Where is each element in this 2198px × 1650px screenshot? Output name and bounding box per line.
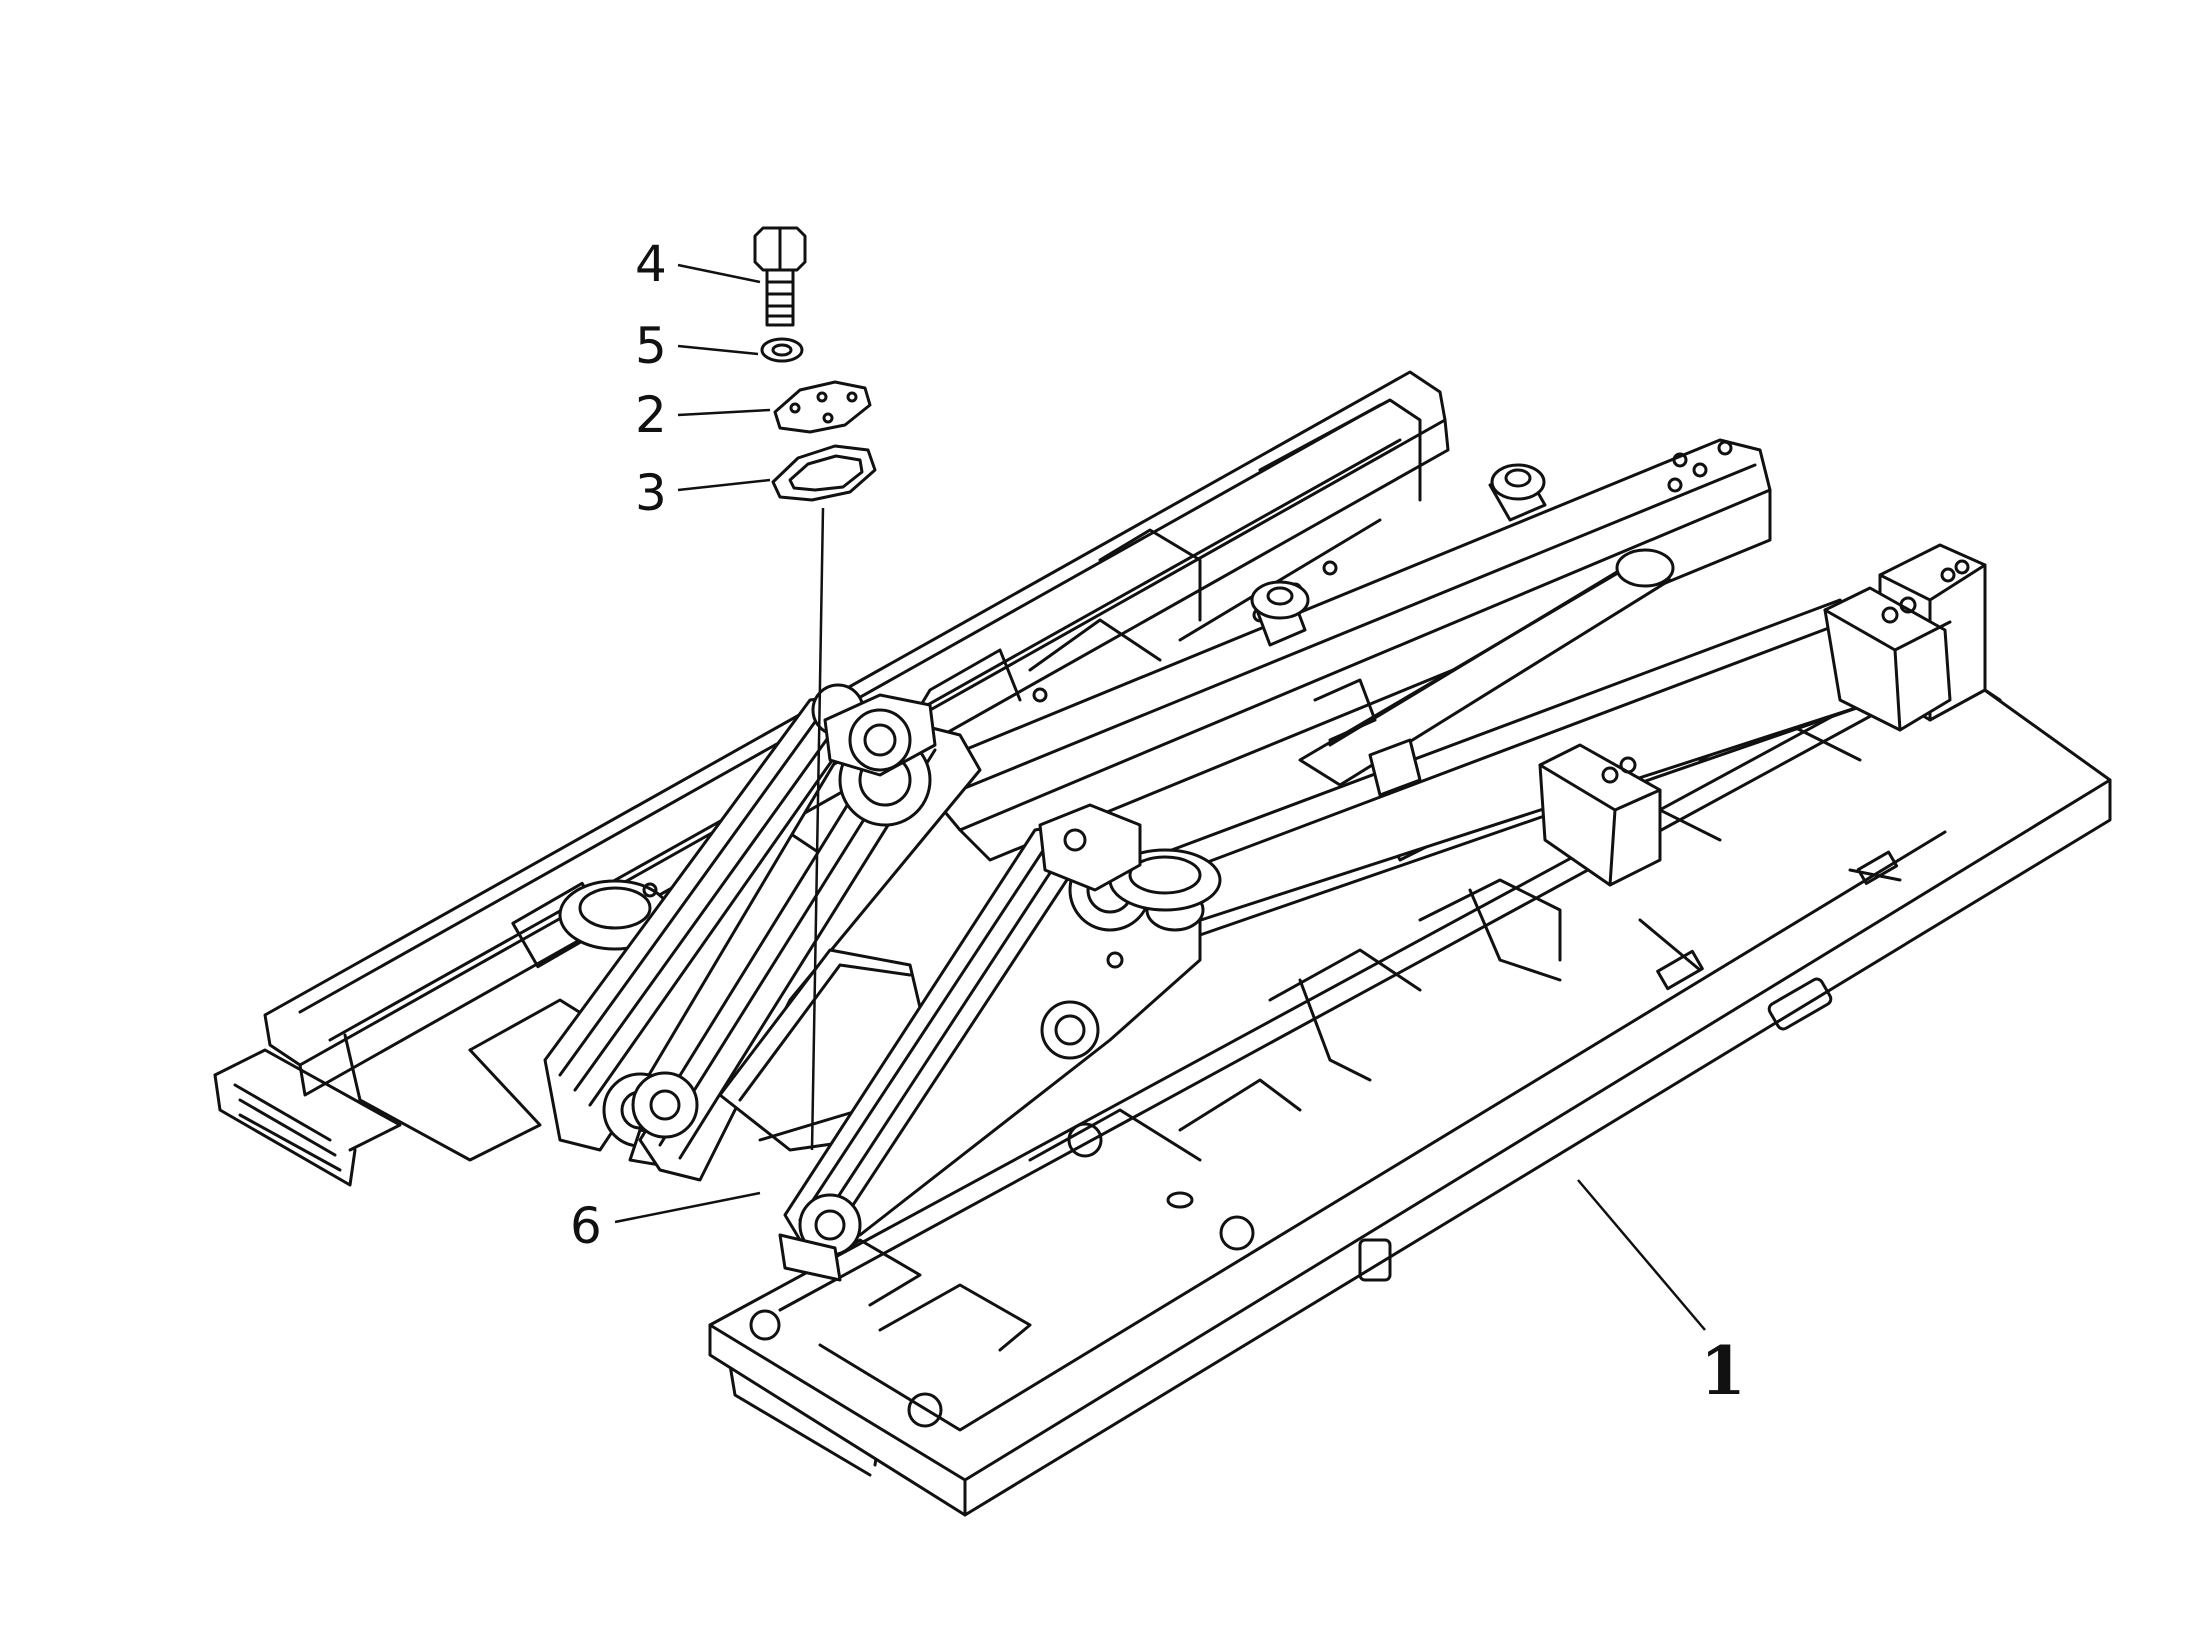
- gasket-part-3: [771, 444, 877, 502]
- leader-3: [677, 478, 771, 492]
- cover-plate-part-2: [773, 380, 872, 434]
- callout-3: 3: [635, 464, 667, 522]
- lower-beam-sleeve: [1250, 580, 1310, 647]
- bolt-part-4: [753, 226, 807, 327]
- callout-1: 1: [1700, 1332, 1746, 1410]
- upper-beam-sleeve: [1488, 463, 1547, 522]
- callout-4: 4: [635, 235, 667, 293]
- leader-4: [677, 263, 761, 284]
- exploded-axis-line: [810, 507, 825, 1151]
- callout-6: 6: [570, 1197, 602, 1255]
- leader-5: [677, 344, 759, 356]
- callout-5: 5: [635, 317, 667, 375]
- center-upper-beam: [933, 438, 1772, 862]
- washer-part-5: [760, 337, 804, 363]
- upper-pivot-ears: [823, 693, 1142, 892]
- callout-2: 2: [635, 386, 667, 444]
- leader-1: [1577, 1179, 1706, 1331]
- callout-labels: 4 5 2 3 6 1: [570, 235, 1746, 1410]
- leader-2: [677, 408, 771, 417]
- track-frame: [213, 370, 2112, 1517]
- right-side-rail: [708, 656, 2112, 1517]
- leader-lines: [614, 263, 1706, 1331]
- left-step-handle: [213, 1048, 402, 1187]
- leader-6: [614, 1191, 761, 1224]
